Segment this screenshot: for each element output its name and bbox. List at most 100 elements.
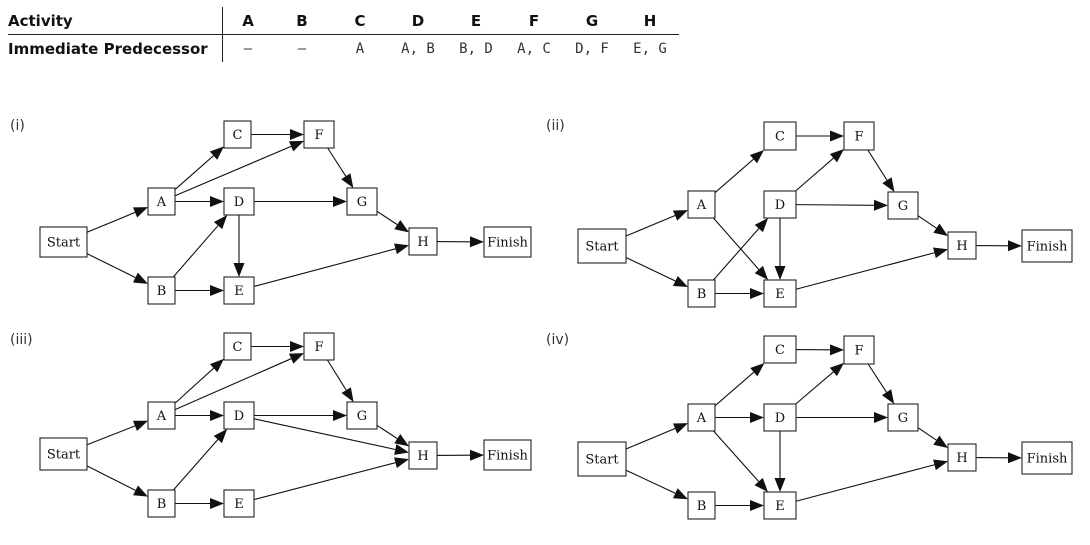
edge-D-E — [233, 215, 245, 277]
node-label-f: F — [314, 128, 323, 143]
edge-B-E — [715, 500, 764, 511]
node-label-h: H — [956, 239, 967, 254]
edge-F-G — [867, 363, 895, 404]
edge-D-G — [254, 196, 347, 207]
activity-table: Activity A B C D E F G H Immediate Prede… — [8, 7, 679, 62]
node-label-b: B — [697, 287, 707, 302]
node-e: E — [763, 491, 797, 520]
edge-Start-B — [625, 256, 688, 288]
edge-E-H — [253, 457, 409, 501]
node-d: D — [763, 403, 797, 432]
predecessor-B: — — [297, 40, 307, 57]
node-label-c: C — [775, 130, 785, 145]
node-finish: Finish — [483, 439, 532, 471]
node-d: D — [223, 401, 255, 430]
node-label-start: Start — [47, 448, 81, 463]
node-d: D — [223, 187, 255, 216]
node-label-b: B — [157, 284, 167, 299]
activity-B: B — [273, 7, 331, 35]
node-e: E — [223, 276, 255, 305]
node-e: E — [223, 489, 255, 518]
edge-B-D — [172, 215, 228, 278]
activity-E: E — [447, 7, 505, 35]
node-label-start: Start — [585, 453, 619, 468]
node-label-g: G — [357, 195, 367, 210]
predecessor-row: Immediate Predecessor — — A A, B B, D A,… — [8, 34, 679, 62]
edge-A-E — [712, 217, 769, 280]
edge-H-Finish — [436, 236, 484, 248]
node-label-g: G — [357, 409, 367, 424]
edge-F-G — [326, 359, 354, 402]
edge-E-H — [795, 247, 948, 290]
node-f: F — [843, 335, 875, 365]
activity-header-label: Activity — [8, 7, 223, 35]
node-g: G — [346, 401, 378, 430]
node-finish: Finish — [483, 226, 532, 258]
edge-Start-A — [625, 423, 688, 450]
edge-C-F — [251, 129, 304, 140]
node-a: A — [687, 190, 716, 219]
activity-A: A — [222, 7, 273, 35]
node-f: F — [303, 120, 335, 149]
node-start: Start — [577, 441, 627, 477]
node-label-start: Start — [585, 240, 619, 255]
node-e: E — [763, 279, 797, 308]
node-label-f: F — [314, 340, 323, 355]
node-label-e: E — [775, 287, 785, 302]
node-a: A — [147, 401, 176, 430]
edge-G-H — [917, 427, 948, 449]
node-label-d: D — [775, 411, 785, 426]
edge-A-D — [175, 196, 224, 207]
node-label-h: H — [417, 235, 428, 250]
node-label-c: C — [775, 343, 785, 358]
edge-D-G — [796, 412, 888, 423]
edge-H-Finish — [975, 240, 1022, 252]
edge-Start-A — [625, 210, 688, 237]
edge-D-E — [774, 431, 786, 492]
node-d: D — [763, 190, 797, 219]
node-label-a: A — [156, 409, 167, 424]
predecessor-A: — — [243, 40, 253, 57]
activity-row: Activity A B C D E F G H — [8, 7, 679, 35]
diagram-label-iv: (iv) — [546, 332, 570, 348]
edge-A-C — [174, 146, 224, 191]
edge-A-C — [714, 149, 764, 194]
node-label-e: E — [775, 499, 785, 514]
predecessor-H: E, G — [633, 40, 667, 57]
node-label-e: E — [234, 284, 244, 299]
node-c: C — [763, 121, 797, 151]
diagram-label-iii: (iii) — [10, 332, 33, 348]
edge-Start-B — [625, 469, 688, 500]
node-label-c: C — [233, 340, 243, 355]
node-label-a: A — [696, 198, 707, 213]
edge-A-C — [714, 363, 765, 407]
node-a: A — [687, 403, 716, 432]
node-label-g: G — [898, 411, 908, 426]
edge-F-G — [867, 149, 895, 192]
edge-G-H — [376, 210, 409, 233]
edge-C-F — [795, 344, 844, 356]
edge-B-E — [715, 288, 764, 299]
node-start: Start — [39, 226, 88, 258]
node-start: Start — [39, 437, 88, 471]
node-label-d: D — [775, 198, 785, 213]
node-h: H — [408, 227, 438, 256]
node-g: G — [887, 191, 919, 220]
node-h: H — [947, 443, 977, 472]
node-b: B — [147, 276, 176, 305]
node-label-start: Start — [47, 236, 81, 251]
node-label-finish: Finish — [1027, 240, 1068, 255]
node-start: Start — [577, 228, 627, 264]
activity-G: G — [563, 7, 621, 35]
node-label-a: A — [696, 411, 707, 426]
node-h: H — [947, 231, 977, 260]
node-finish: Finish — [1021, 441, 1073, 475]
node-label-d: D — [234, 195, 244, 210]
edge-D-H — [253, 418, 409, 455]
edge-Start-B — [86, 465, 148, 497]
edge-F-G — [327, 147, 354, 188]
